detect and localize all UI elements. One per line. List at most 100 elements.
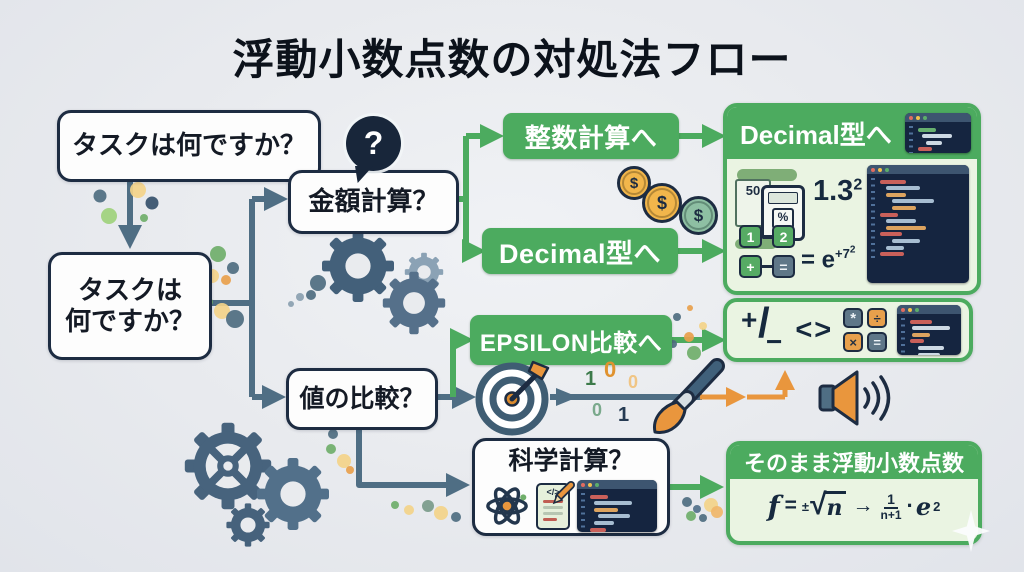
doc-line [543,506,563,510]
node-compare-label: 値の比較？ [299,385,425,413]
mid-arrowhead [556,388,578,406]
code-line [886,225,965,230]
decor-dot [214,303,230,319]
op-label: × [849,334,857,350]
op-divide: ÷ [867,308,888,328]
orange-arrows [700,370,795,407]
code-line [918,127,967,132]
float-panel-header: そのまま浮動小数点数 [730,445,978,479]
coin-symbol: $ [656,192,667,213]
pencil-icon [552,480,575,504]
coin-icon: $ [679,196,718,235]
doc-line [543,518,558,522]
tile-equals: = [772,255,795,278]
gear-icon [226,503,270,547]
code-line [910,339,957,344]
formula-arrow: → [852,494,874,517]
doc-code-tag: </> [546,486,560,497]
decor-dot [687,346,701,360]
node-task: タスクは 何ですか？ [48,252,212,360]
radical-sign: √ [810,488,827,521]
outcome-epsilon: EPSILON比較へ [470,315,672,365]
tile-link [762,235,772,238]
code-editor-titlebar [897,305,961,314]
question-bubble-icon: ? [346,116,401,171]
frac-den: n+1 [880,507,902,522]
float-formula: f = ± √n → 1 n+1 · e 2 [730,479,978,533]
formula-e: e [915,491,932,521]
op-times: × [843,332,864,352]
node-science-label: 科学計算？ [508,447,634,475]
decor-dot [699,322,707,330]
tile-group: 1 2 + = [739,225,795,291]
code-line [886,245,965,250]
code-snippet-body [905,122,971,153]
tile-2: 2 [772,225,795,248]
code-line [880,179,965,184]
gear-icon [257,458,329,530]
euler-base: = e [801,246,836,274]
window-dot [885,167,889,172]
outcome-decimal: Decimal型へ [482,228,678,274]
code-line [910,319,957,324]
code-line [892,199,965,204]
tile-1: 1 [739,225,762,248]
decor-dot [711,506,723,518]
euler-exp2: 2 [849,245,856,256]
decor-dot [434,506,448,520]
window-dot [923,115,927,120]
coin-symbol: $ [629,174,639,192]
code-line [590,494,653,499]
decor-dot [346,466,354,474]
decor-dot [693,505,701,513]
pm-plus: + [741,304,758,335]
pm-slash: / [758,299,770,346]
power-base: 1.3 [813,175,854,207]
decor-dot [682,497,692,507]
gear-icons [184,230,446,547]
window-dot [595,482,599,487]
code-editor-titlebar [867,165,969,174]
node-compare: 値の比較？ [286,368,438,430]
frac-num: 1 [884,492,898,509]
node-money: 金額計算？ [288,170,459,234]
node-science: 科学計算？ </> [472,438,670,536]
science-icon-row: </> [485,480,657,532]
code-line [886,219,965,224]
doc-line [543,512,563,516]
outcome-epsilon-label: EPSILON比較へ [479,329,663,357]
code-line [880,212,965,217]
formula-e-exp: 2 [933,498,941,514]
radicand: n [823,491,846,521]
code-snippet-icon [905,113,971,153]
decor-dot [391,501,399,509]
window-dot [871,167,875,172]
code-line [926,140,967,145]
code-line [892,238,965,243]
tile-link [762,265,772,268]
code-line [892,205,965,210]
gear-icon [184,422,272,510]
code-snippet-titlebar [905,113,971,122]
gear-icon [322,230,394,302]
op-label: ÷ [873,310,881,326]
decor-dot [306,290,316,300]
calc-percent: % [777,210,789,224]
code-line [594,520,653,525]
decor-dot [130,182,146,198]
outcome-integer: 整数計算へ [503,113,679,159]
outcome-integer-label: 整数計算へ [524,122,658,153]
decimal-panel-title: Decimal型へ [740,119,892,150]
window-dot [909,115,913,120]
formula-f: f [767,489,780,523]
epsilon-panel: + / − <> * ÷ × = [723,298,973,362]
code-editor-body [577,489,657,532]
question-bubble-glyph: ? [363,125,384,161]
decor-dot [210,246,226,262]
code-line [912,326,957,331]
code-line [886,192,965,197]
op-equals: = [867,332,888,352]
op-label: = [873,334,881,350]
